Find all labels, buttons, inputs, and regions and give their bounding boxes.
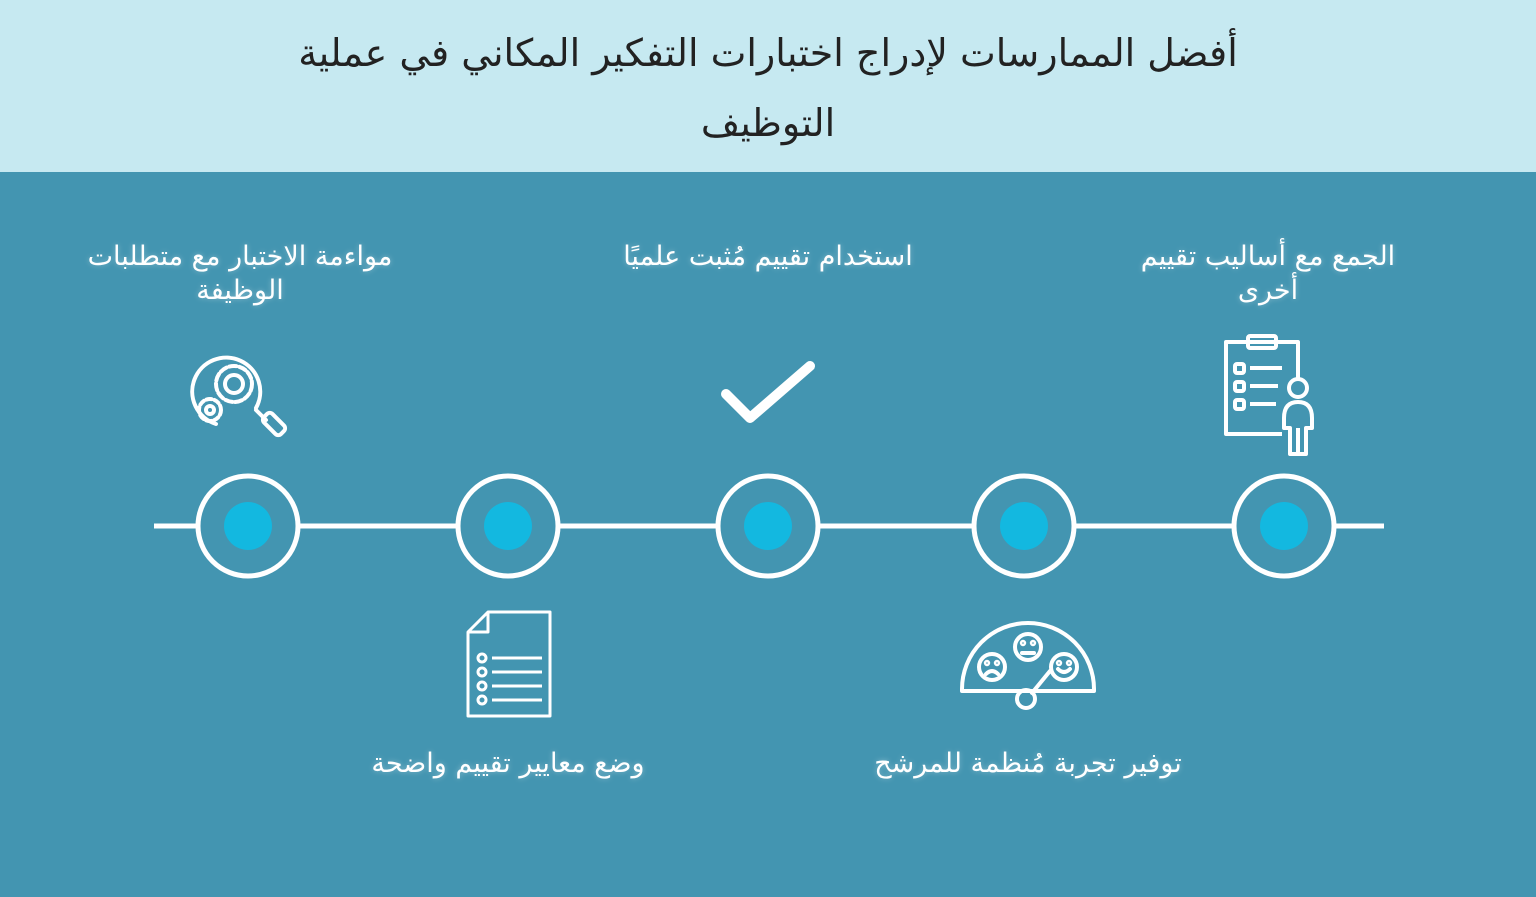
timeline-node-1 xyxy=(1231,473,1337,579)
timeline-node-2 xyxy=(971,473,1077,579)
timeline xyxy=(154,473,1384,579)
checklist-document-icon xyxy=(466,610,552,718)
timeline-node-3 xyxy=(715,473,821,579)
clipboard-person-icon xyxy=(1224,334,1314,456)
gear-search-icon xyxy=(190,355,288,438)
step-label-1: الجمع مع أساليب تقييم أخرى xyxy=(1140,241,1396,306)
satisfaction-gauge-icon xyxy=(960,621,1096,710)
step-label-3: استخدام تقييم مُثبت علميًا xyxy=(623,241,913,272)
step-label-5: مواءمة الاختبار مع متطلبات الوظيفة xyxy=(87,241,393,306)
timeline-panel: الجمع مع أساليب تقييم أخرى توفير تجربة م… xyxy=(0,172,1536,897)
step-label-2: توفير تجربة مُنظمة للمرشح xyxy=(874,748,1182,779)
timeline-node-4 xyxy=(455,473,561,579)
page-title: أفضل الممارسات لإدراج اختبارات التفكير ا… xyxy=(298,31,1238,145)
checkmark-icon xyxy=(721,361,815,423)
step-label-4: وضع معايير تقييم واضحة xyxy=(371,748,645,779)
header-banner: أفضل الممارسات لإدراج اختبارات التفكير ا… xyxy=(0,0,1536,172)
timeline-node-5 xyxy=(195,473,301,579)
